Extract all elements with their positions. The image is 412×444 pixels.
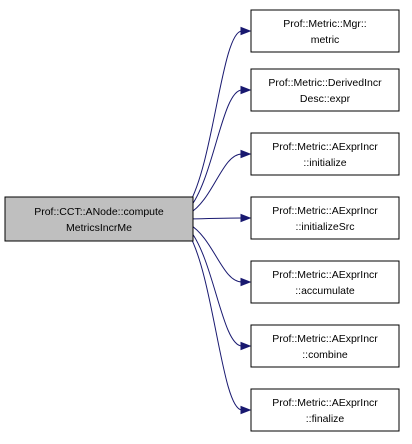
call-edge-arrowhead-6: [240, 341, 252, 351]
root-node-label-line1: Prof::CCT::ANode::compute: [34, 206, 164, 218]
call-edge-4: [188, 217, 243, 220]
callee-7-label-line1: Prof::Metric::AExprIncr: [272, 397, 378, 409]
callee-4-label-line1: Prof::Metric::AExprIncr: [272, 205, 378, 217]
call-edge-1: [188, 30, 243, 205]
call-edges: [188, 26, 252, 415]
callee-nodes: Prof::Metric::Mgr::metricProf::Metric::D…: [250, 9, 400, 432]
callee-5-node[interactable]: Prof::Metric::AExprIncr::accumulate: [250, 260, 400, 304]
callee-3-node[interactable]: Prof::Metric::AExprIncr::initialize: [250, 132, 400, 176]
callee-6-label-line1: Prof::Metric::AExprIncr: [272, 333, 378, 345]
callee-2-node-box: [250, 68, 400, 112]
call-edge-2: [188, 89, 243, 210]
callee-1-label-line2: metric: [311, 34, 340, 46]
call-edge-arrowhead-3: [240, 149, 252, 159]
callee-4-node-box: [250, 196, 400, 240]
call-edge-3: [188, 153, 243, 215]
callee-4-label-line2: ::initializeSrc: [296, 221, 355, 233]
call-edge-arrowhead-5: [240, 277, 252, 287]
callee-7-node[interactable]: Prof::Metric::AExprIncr::finalize: [250, 388, 400, 432]
call-edge-6: [188, 228, 243, 347]
callee-5-label-line2: ::accumulate: [295, 285, 355, 297]
callee-3-label-line2: ::initialize: [303, 157, 346, 169]
callee-3-label-line1: Prof::Metric::AExprIncr: [272, 141, 378, 153]
callee-1-node[interactable]: Prof::Metric::Mgr::metric: [250, 9, 400, 53]
callee-6-node-box: [250, 324, 400, 368]
root-node-label-line2: MetricsIncrMe: [66, 222, 132, 234]
call-edge-7: [188, 234, 243, 411]
callee-2-label-line2: Desc::expr: [300, 93, 351, 105]
call-edge-arrowhead-4: [240, 213, 252, 223]
callee-1-label-line1: Prof::Metric::Mgr::: [283, 18, 366, 30]
callee-2-label-line1: Prof::Metric::DerivedIncr: [268, 77, 382, 89]
call-edge-arrowhead-1: [240, 26, 252, 36]
call-edge-arrowhead-7: [240, 405, 252, 415]
call-edge-arrowhead-2: [240, 85, 252, 95]
callee-7-label-line2: ::finalize: [306, 413, 345, 425]
callee-7-node-box: [250, 388, 400, 432]
callee-6-node[interactable]: Prof::Metric::AExprIncr::combine: [250, 324, 400, 368]
root-node[interactable]: Prof::CCT::ANode::compute MetricsIncrMe: [4, 196, 194, 242]
callee-1-node-box: [250, 9, 400, 53]
call-edge-5: [188, 223, 243, 283]
callee-5-node-box: [250, 260, 400, 304]
root-node-box: [4, 196, 194, 242]
callee-6-label-line2: ::combine: [302, 349, 348, 361]
callee-3-node-box: [250, 132, 400, 176]
callee-5-label-line1: Prof::Metric::AExprIncr: [272, 269, 378, 281]
callee-4-node[interactable]: Prof::Metric::AExprIncr::initializeSrc: [250, 196, 400, 240]
